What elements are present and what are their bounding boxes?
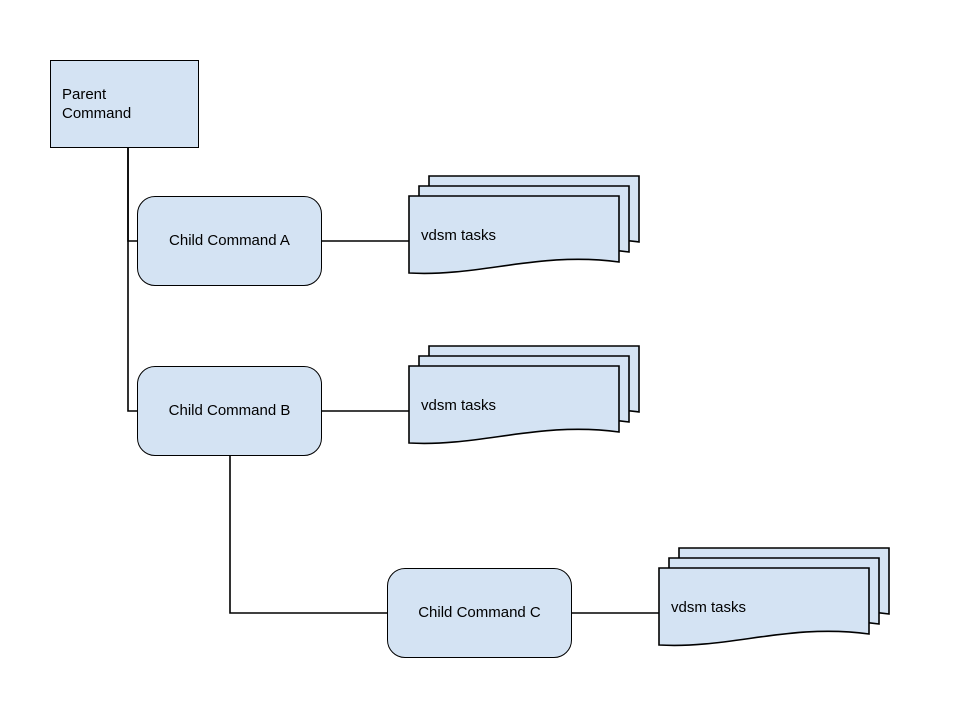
docstack-shape [408,345,640,445]
node-child-command-b[interactable]: Child Command B [137,366,322,456]
edge-child-b-to-child-c [229,456,387,614]
docstack-shape [658,547,890,647]
node-child-command-a[interactable]: Child Command A [137,196,322,286]
edge-parent-to-child-a [127,148,137,242]
edge-parent-to-child-b [127,148,137,412]
docstack-vdsm-tasks-c[interactable]: vdsm tasks [658,547,890,668]
node-child-command-c[interactable]: Child Command C [387,568,572,658]
docstack-vdsm-tasks-a[interactable]: vdsm tasks [408,175,640,296]
docstack-shape [408,175,640,275]
docstack-vdsm-tasks-b[interactable]: vdsm tasks [408,345,640,466]
node-parent-command[interactable]: Parent Command [50,60,199,148]
